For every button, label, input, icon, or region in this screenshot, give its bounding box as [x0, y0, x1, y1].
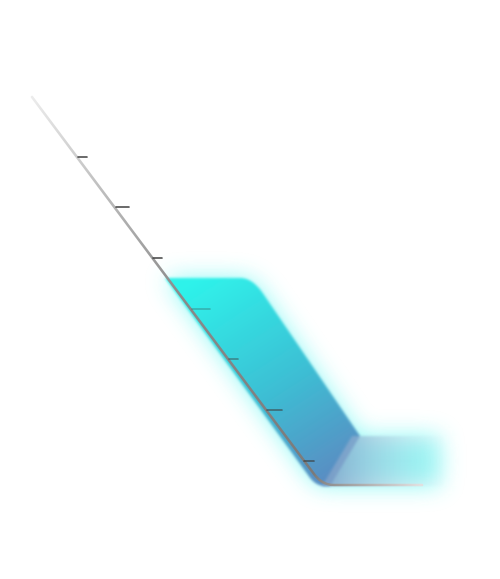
gauge-fill-tail	[322, 436, 445, 486]
gauge-ticks	[77, 156, 315, 462]
gauge-track	[30, 95, 424, 487]
gauge-fill	[165, 278, 360, 486]
